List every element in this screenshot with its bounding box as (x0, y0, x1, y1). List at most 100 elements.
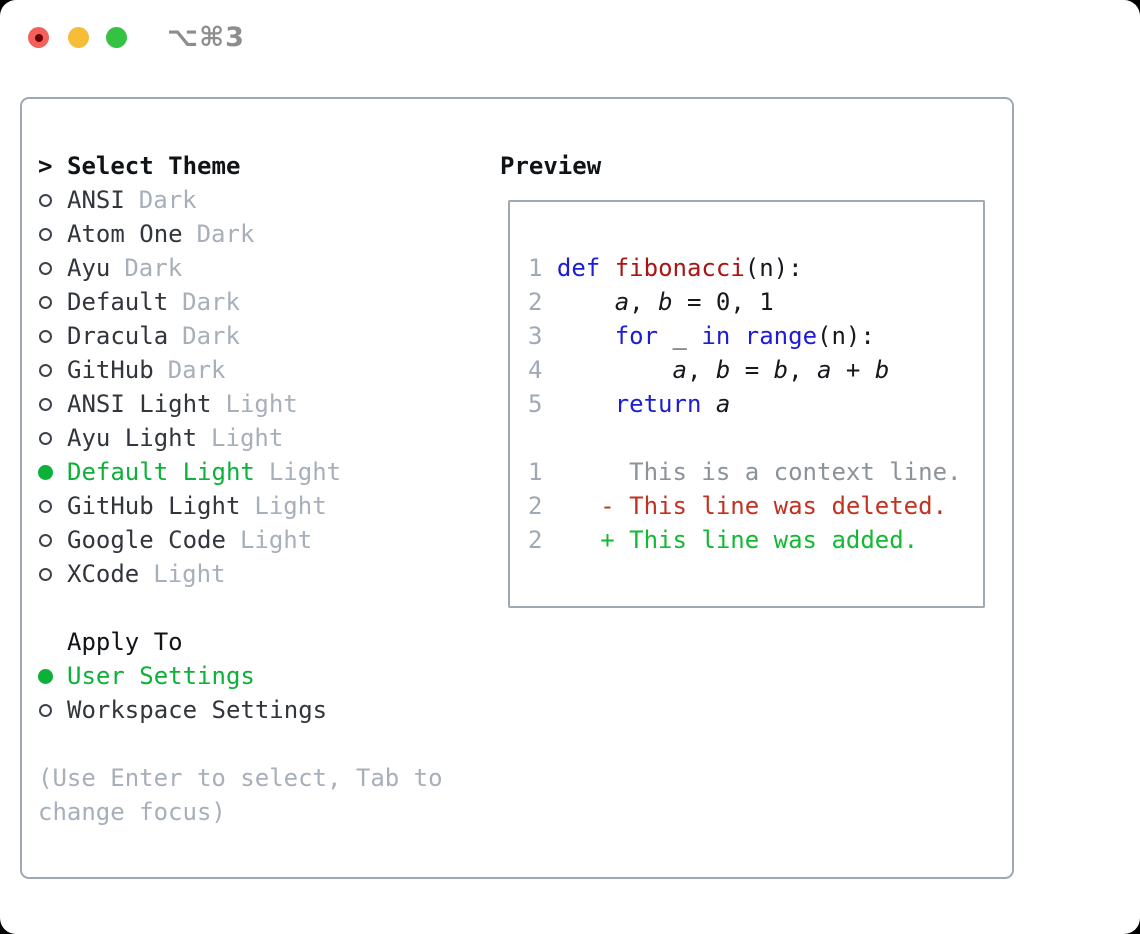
code-segment: = 0, 1 (672, 288, 774, 316)
radio-icon (38, 668, 67, 684)
code-segment: range (744, 322, 818, 350)
radio-icon (38, 499, 67, 513)
theme-variant: Light (239, 526, 313, 554)
apply-to-options-list: User Settings Workspace Settings (38, 659, 488, 727)
code-segment: b (773, 356, 789, 384)
theme-option[interactable]: Ayu Dark (38, 251, 488, 285)
code-segment (730, 322, 744, 350)
theme-variant: Dark (138, 186, 197, 214)
theme-option[interactable]: Ayu Light Light (38, 421, 488, 455)
code-segment: This is a context line. (542, 458, 962, 486)
theme-option[interactable]: Default Light Light (38, 455, 488, 489)
maximize-button[interactable] (106, 27, 127, 48)
theme-name: GitHub (67, 356, 154, 384)
code-segment: _ (658, 322, 702, 350)
preview-code-block: 1 def fibonacci(n): 2 a, b = 0, 1 3 for … (528, 251, 961, 557)
theme-name: Default (67, 288, 169, 316)
code-segment (701, 390, 715, 418)
preview-code-line (528, 421, 961, 455)
theme-variant: Dark (182, 322, 240, 350)
code-segment: + This line was added. (542, 526, 919, 554)
select-theme-title: Select Theme (67, 152, 241, 180)
code-segment: b (658, 288, 673, 316)
radio-icon (38, 703, 67, 717)
code-segment: in (701, 322, 731, 350)
code-segment: , (629, 288, 659, 316)
preview-code-line: 2 + This line was added. (528, 523, 961, 557)
radio-icon (38, 193, 67, 207)
theme-name: Atom One (67, 220, 183, 248)
radio-icon (38, 464, 67, 480)
radio-icon (38, 363, 67, 377)
theme-variant: Light (268, 458, 342, 486)
apply-to-option-label: Workspace Settings (67, 696, 328, 724)
preview-code-line: 4 a, b = b, a + b (528, 353, 961, 387)
code-segment: a (614, 288, 630, 316)
theme-option[interactable]: ANSI Dark (38, 183, 488, 217)
theme-option[interactable]: Google Code Light (38, 523, 488, 557)
preview-code-line: 1 def fibonacci(n): (528, 251, 961, 285)
theme-option[interactable]: Dracula Dark (38, 319, 488, 353)
theme-option[interactable]: GitHub Light Light (38, 489, 488, 523)
code-segment: - This line was deleted. (542, 492, 948, 520)
apply-to-option[interactable]: Workspace Settings (38, 693, 488, 727)
theme-variant: Dark (167, 356, 226, 384)
preview-code-line: 2 - This line was deleted. (528, 489, 961, 523)
theme-name: Ayu (67, 254, 111, 282)
minimize-button[interactable] (68, 27, 89, 48)
code-segment: 2 (528, 288, 543, 316)
preview-code-line: 1 This is a context line. (528, 455, 961, 489)
code-segment: = (730, 356, 774, 384)
theme-picker-panel: > Select Theme ANSI Dark Atom One Dark (20, 97, 1014, 879)
theme-name: Google Code (67, 526, 226, 554)
code-segment: b (715, 356, 731, 384)
code-segment: 4 (528, 356, 543, 384)
code-segment (542, 322, 614, 350)
theme-name: ANSI Light (67, 390, 212, 418)
code-segment: 2 (528, 492, 543, 520)
code-segment: b (874, 356, 890, 384)
code-segment: a (715, 390, 731, 418)
theme-variant: Light (225, 390, 298, 418)
theme-variant: Dark (124, 254, 183, 282)
theme-name: XCode (67, 560, 140, 588)
preview-code-line: 2 a, b = 0, 1 (528, 285, 961, 319)
theme-name: Default Light (67, 458, 255, 486)
radio-icon (38, 329, 67, 343)
theme-variant: Light (153, 560, 226, 588)
theme-variant: Dark (182, 288, 240, 316)
code-segment: (n): (817, 322, 875, 350)
theme-option[interactable]: Atom One Dark (38, 217, 488, 251)
code-segment (600, 254, 614, 282)
apply-to-option[interactable]: User Settings (38, 659, 488, 693)
select-theme-header: > Select Theme (38, 149, 488, 183)
apply-to-option-label: User Settings (67, 662, 255, 690)
code-segment: fibonacci (614, 254, 745, 282)
code-segment: 1 (528, 458, 543, 486)
code-segment: (n): (744, 254, 803, 282)
code-segment: 2 (528, 526, 543, 554)
code-segment: 3 (528, 322, 543, 350)
theme-option[interactable]: ANSI Light Light (38, 387, 488, 421)
help-text-line1: (Use Enter to select, Tab to (38, 764, 443, 792)
radio-icon (38, 227, 67, 241)
close-button[interactable] (28, 27, 49, 48)
theme-option[interactable]: Default Dark (38, 285, 488, 319)
code-segment: for (614, 322, 659, 350)
apply-to-title: Apply To (67, 628, 183, 656)
code-segment: return (614, 390, 702, 418)
theme-list-column: > Select Theme ANSI Dark Atom One Dark (38, 149, 488, 829)
code-segment: 1 (528, 254, 557, 282)
code-segment: def (556, 254, 601, 282)
radio-icon (38, 431, 67, 445)
code-segment: a (817, 356, 832, 384)
code-segment (542, 390, 614, 418)
code-segment: a (672, 356, 687, 384)
help-text-line2: change focus) (38, 798, 226, 826)
section-gap (38, 591, 488, 625)
code-segment: 5 (528, 390, 543, 418)
theme-option[interactable]: GitHub Dark (38, 353, 488, 387)
theme-option[interactable]: XCode Light (38, 557, 488, 591)
radio-icon (38, 261, 67, 275)
